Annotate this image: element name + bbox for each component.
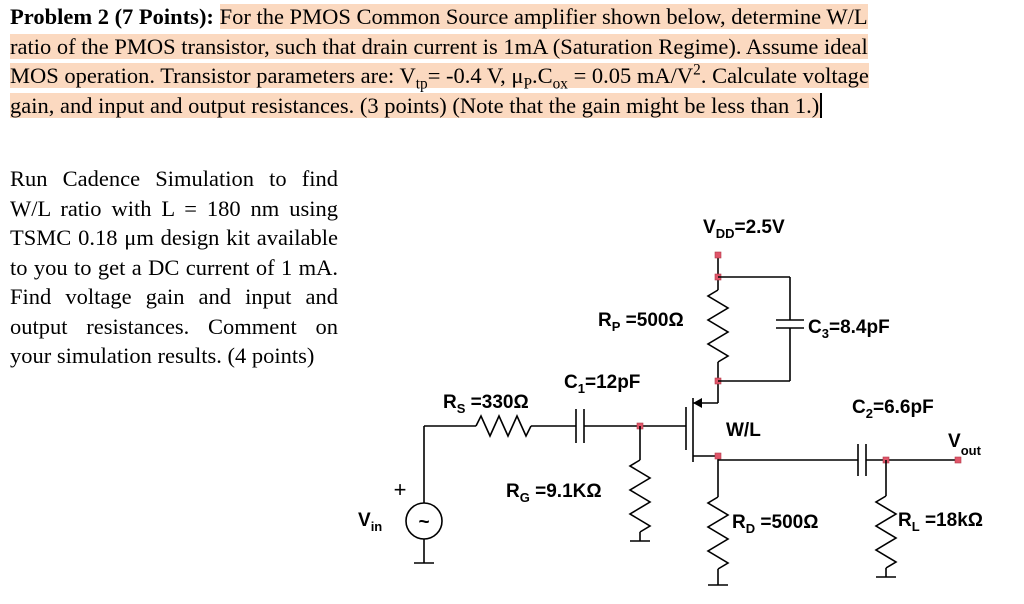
ac-source-tilde: ~ bbox=[418, 512, 429, 533]
rd-label: RD =500Ω bbox=[732, 512, 818, 536]
c2-label: C2=6.6pF bbox=[852, 397, 934, 421]
vdd-label: VDD=2.5V bbox=[703, 217, 785, 241]
rl-resistor bbox=[874, 495, 898, 569]
rg-resistor bbox=[628, 459, 652, 533]
vin-label: Vin bbox=[358, 510, 382, 534]
problem-line-4: gain, and input and output resistances. … bbox=[10, 91, 1005, 121]
rs-label: RS =330Ω bbox=[443, 392, 529, 416]
pmos-arrow-icon bbox=[693, 398, 702, 408]
problem-line-1: Problem 2 (7 Points): For the PMOS Commo… bbox=[10, 2, 1005, 32]
problem-line-3: MOS operation. Transistor parameters are… bbox=[10, 61, 1005, 93]
rp-label: RP =500Ω bbox=[598, 310, 684, 334]
c3-label: C3=8.4pF bbox=[808, 317, 890, 341]
problem-text-2: ratio of the PMOS transistor, such that … bbox=[10, 33, 868, 59]
rp-resistor bbox=[706, 289, 730, 363]
vin-plus-sign: + bbox=[394, 477, 407, 502]
wl-label: W/L bbox=[726, 420, 761, 441]
simulation-instructions: Run Cadence Simulation to find W/L ratio… bbox=[10, 166, 338, 368]
c1-label: C1=12pF bbox=[564, 372, 640, 396]
problem-text-1: For the PMOS Common Source amplifier sho… bbox=[219, 4, 868, 29]
vout-node bbox=[954, 456, 962, 464]
drain-node bbox=[714, 452, 722, 460]
problem-text-4: gain, and input and output resistances. … bbox=[10, 92, 823, 118]
rd-resistor bbox=[706, 496, 730, 570]
problem-line-2: ratio of the PMOS transistor, such that … bbox=[10, 32, 1005, 62]
problem-heading: Problem 2 (7 Points): bbox=[10, 4, 214, 29]
vdd-node bbox=[714, 251, 722, 259]
rs-resistor bbox=[475, 414, 532, 438]
vout-label: Vout bbox=[948, 431, 982, 458]
rl-label: RL =18kΩ bbox=[898, 510, 983, 534]
problem-text-3: MOS operation. Transistor parameters are… bbox=[10, 61, 869, 93]
problem-statement: Problem 2 (7 Points): For the PMOS Commo… bbox=[10, 2, 1005, 120]
rg-label: RG =9.1KΩ bbox=[506, 481, 602, 505]
